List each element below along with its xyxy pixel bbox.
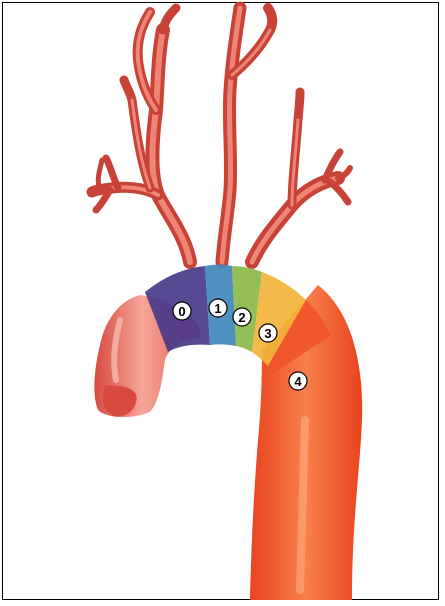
zone-marker-label: 0 (178, 304, 185, 319)
zone-marker-label: 3 (264, 326, 271, 341)
zone-marker-label: 4 (294, 374, 302, 389)
zone-3-marker: 3 (259, 324, 277, 342)
zone-marker-label: 2 (238, 310, 245, 325)
supra-aortic-branches (92, 8, 350, 262)
zone-1-marker: 1 (209, 299, 227, 317)
zone-0-marker: 0 (173, 302, 191, 320)
zone-marker-label: 1 (214, 301, 221, 316)
aorta-body (94, 265, 362, 601)
zone-4-marker: 4 (289, 372, 307, 390)
zone-2-marker: 2 (233, 308, 251, 326)
